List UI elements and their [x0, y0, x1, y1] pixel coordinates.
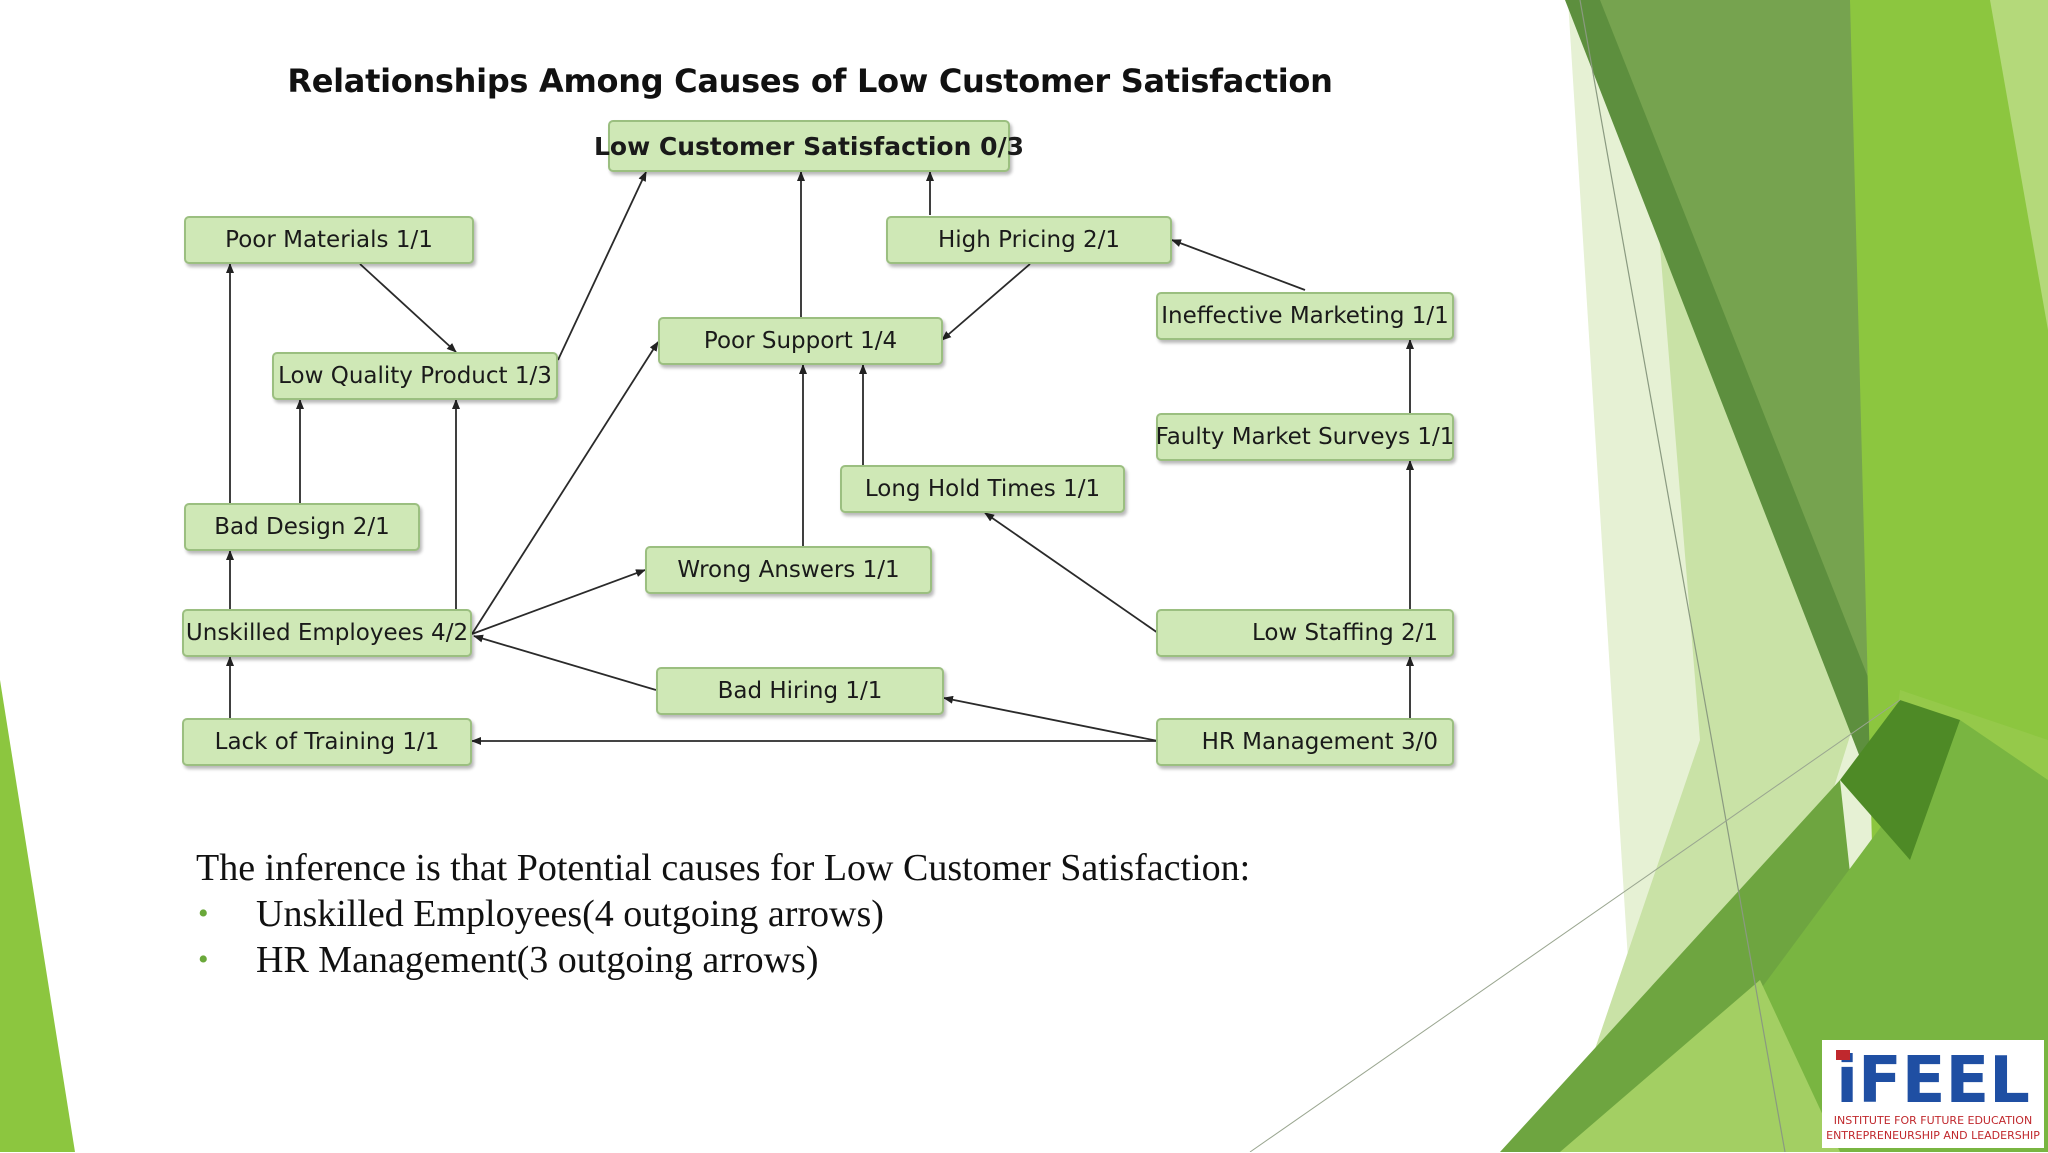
node-poor-support: Poor Support 1/4	[658, 317, 943, 365]
bullet-dot-icon: •	[198, 897, 209, 930]
node-ineffective-marketing: Ineffective Marketing 1/1	[1156, 292, 1454, 340]
node-unskilled-employees: Unskilled Employees 4/2	[182, 609, 472, 657]
node-wrong-answers: Wrong Answers 1/1	[645, 546, 932, 594]
node-low-quality-product: Low Quality Product 1/3	[272, 352, 558, 400]
inference-bullet-2: • HR Management(3 outgoing arrows)	[196, 937, 1250, 983]
node-bad-hiring: Bad Hiring 1/1	[656, 667, 944, 715]
node-low-staffing: Low Staffing 2/1	[1156, 609, 1454, 657]
edge-hr-to-bad-hiring	[943, 695, 1159, 742]
inference-bullet-2-text: HR Management(3 outgoing arrows)	[256, 939, 819, 981]
logo-wordmark: iFEEL	[1836, 1044, 2030, 1118]
inference-bullet-1: • Unskilled Employees(4 outgoing arrows)	[196, 891, 1250, 937]
node-faulty-market-surveys: Faulty Market Surveys 1/1	[1156, 413, 1454, 461]
edge-unskilled-to-wrong-answers	[471, 569, 646, 635]
ifeel-logo: iFEEL INSTITUTE FOR FUTURE EDUCATION ENT…	[1822, 1040, 2044, 1148]
node-bad-design: Bad Design 2/1	[184, 503, 420, 551]
edge-low-quality-to-lcs	[557, 171, 647, 361]
inference-intro: The inference is that Potential causes f…	[196, 847, 1251, 889]
bullet-dot-icon: •	[198, 943, 209, 976]
edge-unskilled-to-poor-support	[471, 341, 659, 635]
node-long-hold-times: Long Hold Times 1/1	[840, 465, 1125, 513]
edge-bad-hiring-to-unskilled	[473, 634, 657, 691]
diagram-title: Relationships Among Causes of Low Custom…	[287, 62, 1333, 100]
logo-tagline-1: INSTITUTE FOR FUTURE EDUCATION	[1834, 1114, 2032, 1127]
node-poor-materials: Poor Materials 1/1	[184, 216, 474, 264]
edge-poor-materials-to-low-quality	[359, 263, 457, 353]
inference-text: The inference is that Potential causes f…	[196, 845, 1250, 983]
node-low-customer-satisfaction: Low Customer Satisfaction 0/3	[594, 120, 1024, 172]
edge-low-staffing-to-long-hold	[984, 512, 1159, 634]
logo-dot-icon	[1836, 1050, 1850, 1060]
inference-bullet-1-text: Unskilled Employees(4 outgoing arrows)	[256, 893, 884, 935]
edge-marketing-to-high-pricing	[1171, 239, 1306, 291]
node-hr-management: HR Management 3/0	[1156, 718, 1454, 766]
edge-high-pricing-to-poor-support	[941, 263, 1031, 341]
logo-tagline-2: ENTREPRENEURSHIP AND LEADERSHIP	[1826, 1129, 2040, 1142]
node-high-pricing: High Pricing 2/1	[886, 216, 1172, 264]
node-lack-of-training: Lack of Training 1/1	[182, 718, 472, 766]
